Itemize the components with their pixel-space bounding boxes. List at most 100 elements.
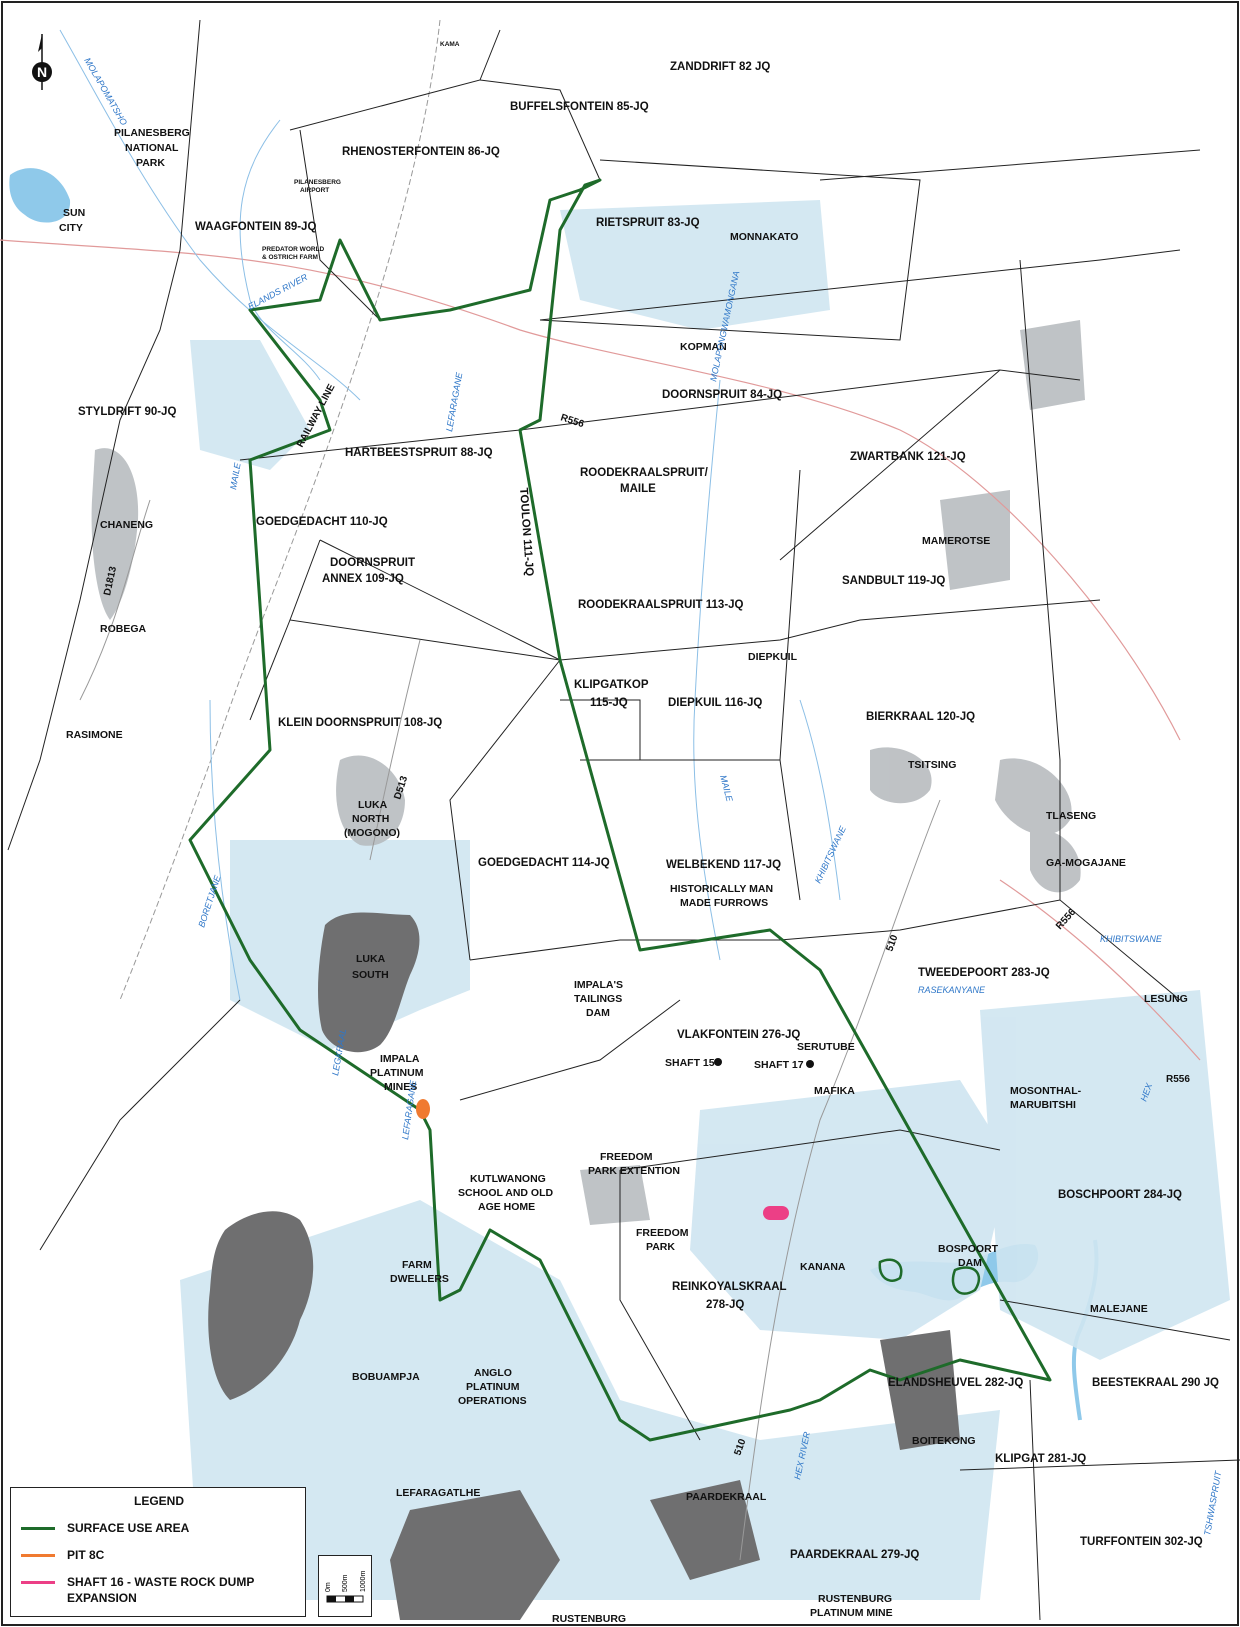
place-boitekong: BOITEKONG — [912, 1435, 976, 1447]
tsitsing-grey — [870, 747, 932, 804]
place-furrows-2: MADE FURROWS — [680, 897, 768, 909]
place-kutlwanong-2: SCHOOL AND OLD — [458, 1187, 554, 1199]
boundary-tailings — [469, 939, 780, 961]
farm-styldrift: STYLDRIFT 90-JQ — [78, 406, 176, 418]
farm-beestekraal: BEESTEKRAAL 290 JQ — [1092, 1377, 1219, 1389]
place-kutlwanong-3: AGE HOME — [478, 1201, 535, 1213]
farm-boundaries — [7, 19, 1240, 1621]
farm-diepkuil116: DIEPKUIL 116-JQ — [668, 697, 762, 709]
place-luka-north-2: NORTH — [352, 813, 389, 825]
mamerotse-grey — [940, 490, 1010, 590]
d1813-road — [79, 499, 151, 701]
farm-roodekraalspruit113: ROODEKRAALSPRUIT 113-JQ — [578, 599, 744, 611]
place-kama: KAMA — [440, 41, 460, 48]
d513-road — [369, 639, 421, 861]
road-labels: RAILWAY LINE R556 R556 R556 D1813 D513 5… — [102, 382, 1190, 1457]
place-bospoort-1: BOSPOORT — [938, 1243, 999, 1255]
place-mosonthal-1: MOSONTHAL- — [1010, 1085, 1082, 1097]
boundary-freedom — [619, 1170, 701, 1441]
place-serutube: SERUTUBE — [797, 1041, 855, 1053]
r556-east-road — [999, 879, 1201, 1061]
boundary-n3 — [479, 79, 601, 181]
boundary-buffels — [819, 149, 1201, 181]
place-bospoort-2: DAM — [958, 1257, 982, 1269]
farm-klein-doornspruit: KLEIN DOORNSPRUIT 108-JQ — [278, 717, 442, 729]
place-sun-city-2: CITY — [59, 222, 83, 234]
khibitswane-river-line — [799, 699, 841, 901]
place-tailings-1: IMPALA'S — [574, 979, 623, 991]
grey-settlements — [91, 320, 1085, 1225]
boundary-kutlwanong — [459, 999, 681, 1101]
farm-vlakfontein: VLAKFONTEIN 276-JQ — [677, 1029, 800, 1041]
farm-roodekraalspruit-maile-1: ROODEKRAALSPRUIT/ — [580, 467, 709, 479]
light-settlements — [180, 200, 1230, 1600]
sun-city-dam — [9, 168, 71, 223]
pit-8c-marker — [416, 1099, 430, 1119]
shaft15-marker — [714, 1058, 722, 1066]
road-r556-far: R556 — [1166, 1074, 1190, 1085]
boundary-doornspruit-n — [539, 249, 1181, 321]
place-robega: ROBEGA — [100, 623, 147, 635]
farm-labels: ZANDDRIFT 82 JQ BUFFELSFONTEIN 85-JQ RHE… — [78, 61, 1219, 1561]
place-ga-mogajane: GA-MOGAJANE — [1046, 857, 1126, 869]
place-chaneng: CHANENG — [100, 519, 153, 531]
place-mafika: MAFIKA — [814, 1085, 855, 1097]
boundary-sandbult-s — [559, 599, 1101, 661]
place-freedom-ext-2: PARK EXTENTION — [588, 1165, 680, 1177]
surface-use-dam-island — [878, 1258, 903, 1282]
legend-label-surface-use: SURFACE USE AREA — [67, 1521, 190, 1535]
farm-reinkoyalskraal-1: REINKOYALSKRAAL — [672, 1281, 787, 1293]
place-anglo-3: OPERATIONS — [458, 1395, 527, 1407]
place-luka-north-1: LUKA — [358, 799, 388, 811]
tlaseng-grey — [995, 758, 1072, 835]
boundary-east-ridge — [1019, 259, 1061, 900]
farm-hartbeestspruit: HARTBEESTSPRUIT 88-JQ — [345, 447, 493, 459]
farm-zanddrift: ZANDDRIFT 82 JQ — [670, 61, 770, 73]
north-letter: N — [37, 64, 47, 80]
place-shaft17: SHAFT 17 — [754, 1059, 804, 1071]
r556-road — [0, 239, 1181, 741]
place-furrows-1: HISTORICALLY MAN — [670, 883, 773, 895]
river-rasekanyane: RASEKANYANE — [918, 985, 986, 995]
place-predator-2: & OSTRICH FARM — [262, 254, 318, 261]
farm-welbekend: WELBEKEND 117-JQ — [666, 859, 781, 871]
boundary-turf-n — [959, 1459, 1240, 1471]
farm-paardekraal: PAARDEKRAAL 279-JQ — [790, 1549, 919, 1561]
place-luka-north-3: (MOGONO) — [344, 827, 400, 839]
farm-zwartbank: ZWARTBANK 121-JQ — [850, 451, 966, 463]
place-rustenburg-pm-2: PLATINUM MINE — [810, 1607, 893, 1619]
place-farm-dwellers-2: DWELLERS — [390, 1273, 449, 1285]
place-rustenburg: RUSTENBURG — [552, 1613, 626, 1625]
farm-klipgat: KLIPGAT 281-JQ — [995, 1453, 1086, 1465]
legend-title: LEGEND — [133, 1494, 184, 1508]
kanana-area — [690, 1080, 1010, 1340]
farm-tweedepoort: TWEEDEPOORT 283-JQ — [918, 967, 1050, 979]
legend-box: LEGEND SURFACE USE AREA PIT 8C SHAFT 16 … — [10, 1487, 306, 1617]
legend-swatch-shaft16 — [21, 1581, 55, 1584]
farm-boschpoort: BOSCHPOORT 284-JQ — [1058, 1189, 1182, 1201]
place-lefaragatlhe: LEFARAGATLHE — [396, 1487, 480, 1499]
legend-item-surface-use: SURFACE USE AREA — [21, 1520, 297, 1536]
legend-label-pit8c: PIT 8C — [67, 1548, 105, 1562]
boundary-hartbeest-s — [239, 429, 521, 461]
place-malejane: MALEJANE — [1090, 1303, 1148, 1315]
place-impala-3: MINES — [384, 1081, 417, 1093]
legend-swatch-pit8c — [21, 1554, 55, 1557]
farm-reinkoyalskraal-2: 278-JQ — [706, 1299, 744, 1311]
ga-mogajane-grey — [1030, 829, 1081, 893]
place-labels: PILANESBERG NATIONAL PARK SUN CITY MONNA… — [59, 41, 1188, 1625]
legend-label-shaft16: SHAFT 16 - WASTE ROCK DUMP EXPANSION — [67, 1575, 255, 1605]
place-pilanesberg-3: PARK — [136, 157, 165, 169]
farm-elandsheuvel: ELANDSHEUVEL 282-JQ — [888, 1377, 1023, 1389]
mosonthal-area — [980, 990, 1230, 1360]
place-mamerotse: MAMEROTSE — [922, 535, 990, 547]
place-monnakato: MONNAKATO — [730, 231, 798, 243]
place-tailings-2: TAILINGS — [574, 993, 622, 1005]
farm-klipgatkop-2: 115-JQ — [590, 697, 628, 709]
place-airport-2: AIRPORT — [300, 187, 329, 194]
farm-doornspruit-annex-1: DOORNSPRUIT — [330, 557, 415, 569]
boitekong-dark — [880, 1330, 960, 1450]
place-anglo-1: ANGLO — [474, 1367, 512, 1379]
river-khibitswane-e: KHIBITSWANE — [1100, 934, 1163, 944]
boundary-zwartbank — [779, 369, 1081, 561]
